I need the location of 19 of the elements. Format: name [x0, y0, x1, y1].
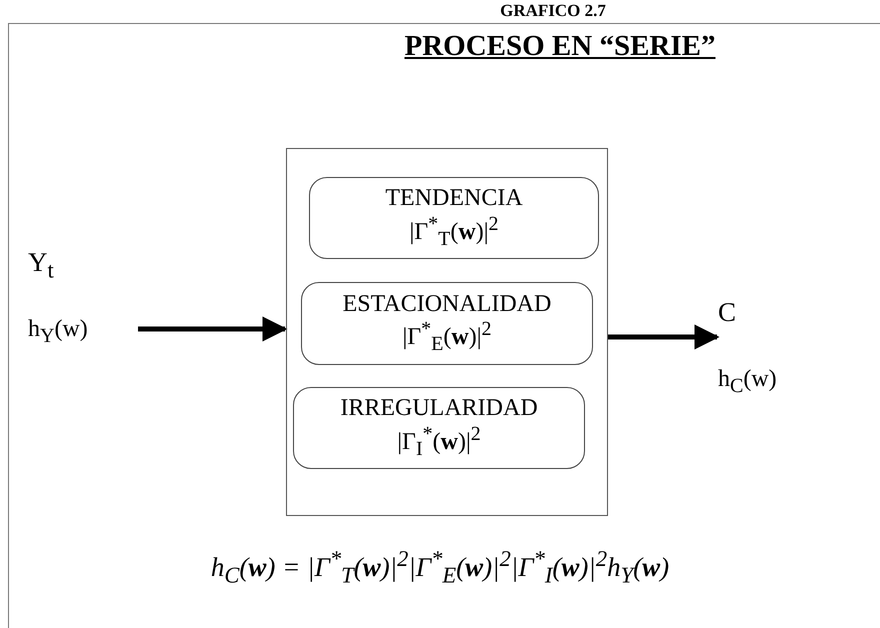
- component-box: [301, 282, 593, 365]
- diagram-title: PROCESO EN “SERIE”: [403, 30, 716, 63]
- component-name: ESTACIONALIDAD: [342, 290, 552, 318]
- signal-label: C: [718, 298, 738, 328]
- component-name: IRREGULARIDAD: [340, 395, 538, 422]
- transfer-function: |Γ$_{I}$$^{*}$(w)|$^{2}$: [397, 422, 481, 461]
- figure-number: GRAFICO 2.7: [499, 1, 607, 21]
- spectrum-label: h$_{Y}$(w): [28, 315, 89, 348]
- component-name: TENDENCIA: [385, 185, 523, 212]
- transfer-function: |Γ$^{*}$$_{E}$(w)|$^{2}$: [402, 317, 492, 356]
- arrow: [608, 324, 720, 350]
- spectrum-label: h$_{C}$(w): [718, 365, 778, 398]
- arrow: [138, 316, 288, 342]
- process-box: [286, 148, 608, 516]
- component-box: [293, 387, 585, 469]
- component-box: [309, 177, 599, 259]
- signal-label: Y$_{t}$: [28, 248, 55, 284]
- transfer-function: |Γ$^{*}$$_{T}$(w)|$^{2}$: [409, 212, 499, 251]
- equation: h$_{C}$(w) = |Γ$^{*}$$_{T}$(w)|$^{2}$|Γ$^{*}$$_{E}$(w)|$^{2}$|Γ$^{*}$$_{I}$(w)|$^{2}$h$_{Y}$(w): [210, 546, 670, 588]
